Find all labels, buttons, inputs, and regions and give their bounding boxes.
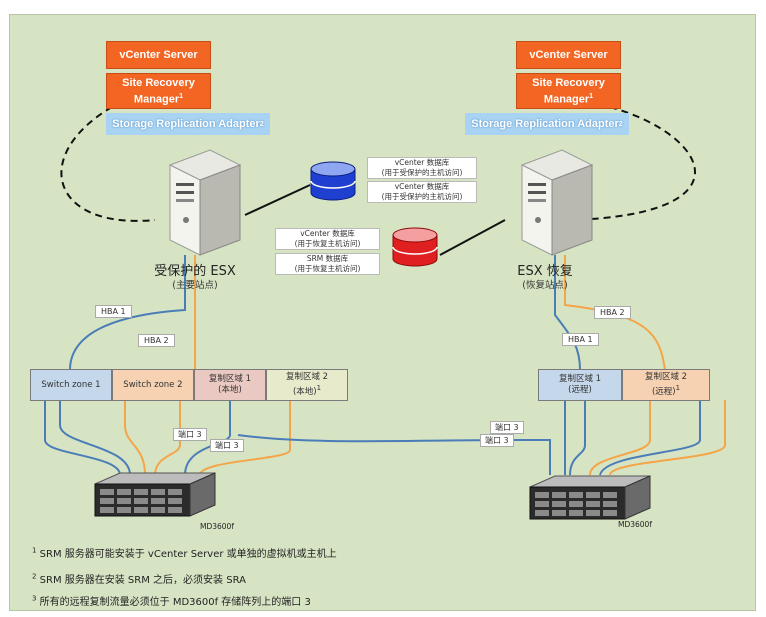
right-replication-zone-1-label: 复制区域 1 bbox=[558, 374, 602, 384]
left-switch: Switch zone 1 Switch zone 2 复制区域 1 (本地) … bbox=[30, 369, 348, 401]
footnote-2: 2 SRM 服务器在安装 SRM 之后，必须安装 SRA bbox=[32, 571, 246, 586]
blue-db-label-2-note: (用于受保护的主机访问) bbox=[381, 192, 463, 201]
blue-db-label-1: vCenter 数据库 (用于受保护的主机访问) bbox=[367, 157, 477, 179]
right-hba2-cable bbox=[564, 255, 666, 371]
right-replication-zone-1-sublabel: (远程) bbox=[568, 385, 592, 395]
left-switch-zone-2-label: Switch zone 2 bbox=[123, 379, 183, 390]
left-switch-zone-1-label: Switch zone 1 bbox=[41, 379, 101, 390]
left-replication-zone-2: 复制区域 2 (本地)1 bbox=[266, 369, 348, 401]
left-vcenter-label: vCenter Server bbox=[119, 49, 198, 61]
left-host-caption: 受保护的 ESX (主要站点) bbox=[135, 265, 255, 293]
right-switch: 复制区域 1 (远程) 复制区域 2 (远程)1 bbox=[538, 369, 736, 401]
right-zone2-storage-cable-b bbox=[609, 400, 726, 476]
left-server-to-blue-db-line bbox=[244, 184, 311, 216]
right-storage-array-icon bbox=[529, 475, 651, 520]
left-zone1-storage-cable-b bbox=[59, 400, 131, 476]
footnote-3-number: 3 bbox=[32, 594, 37, 603]
right-zone1-storage-cable-b bbox=[569, 400, 586, 476]
footnote-1: 1 SRM 服务器可能安装于 vCenter Server 或单独的虚拟机或主机… bbox=[32, 545, 337, 560]
blue-db-label-1-title: vCenter 数据库 bbox=[394, 158, 450, 167]
right-port-3-label-b: 端口 3 bbox=[480, 434, 514, 447]
left-srm-sup: 1 bbox=[179, 92, 184, 100]
diagram-canvas: vCenter Server Site Recovery Manager1 St… bbox=[9, 14, 756, 611]
blue-db-label-2: vCenter 数据库 (用于受保护的主机访问) bbox=[367, 181, 477, 203]
right-hba1-label: HBA 1 bbox=[562, 333, 599, 346]
blue-database-icon bbox=[310, 161, 356, 201]
left-replication-zone-2-label: 复制区域 2 bbox=[285, 372, 329, 383]
red-db-label-1-title: vCenter 数据库 bbox=[300, 229, 355, 238]
right-vcenter-server-box: vCenter Server bbox=[516, 41, 621, 69]
right-replication-zone-2-label: 复制区域 2 bbox=[644, 372, 688, 383]
red-db-label-2-note: (用于恢复主机访问) bbox=[294, 264, 361, 273]
right-host-label: ESX 恢复 bbox=[517, 264, 573, 279]
right-replication-zone-2-sublabel: (远程) bbox=[651, 386, 676, 397]
right-zone-storage-cable-c bbox=[599, 400, 701, 476]
left-srm-box: Site Recovery Manager1 bbox=[106, 73, 211, 109]
footnote-3: 3 所有的远程复制流量必须位于 MD3600f 存储阵列上的端口 3 bbox=[32, 593, 311, 608]
left-replication-zone-2-sup: 1 bbox=[316, 384, 322, 393]
left-zone2-storage-cable-b bbox=[154, 400, 181, 476]
right-srm-box: Site Recovery Manager1 bbox=[516, 73, 621, 109]
right-server-to-red-db-line bbox=[439, 219, 506, 256]
connection-lines bbox=[44, 106, 726, 476]
left-replication-zone-1: 复制区域 1 (本地) bbox=[193, 369, 267, 401]
right-sra-label: Storage Replication Adapter bbox=[471, 118, 619, 130]
left-sra-label: Storage Replication Adapter bbox=[112, 118, 260, 130]
left-replication-zone-2-sublabel: (本地) bbox=[292, 386, 317, 397]
left-rep2-storage-cable bbox=[199, 400, 291, 476]
right-srm-label-2: Manager bbox=[543, 93, 590, 106]
left-zone1-storage-cable-a bbox=[44, 400, 121, 476]
left-vcenter-server-box: vCenter Server bbox=[106, 41, 211, 69]
left-port-3-label-b: 端口 3 bbox=[210, 439, 244, 452]
red-db-label-2-title: SRM 数据库 bbox=[306, 254, 349, 263]
right-replication-zone-1: 复制区域 1 (远程) bbox=[538, 369, 622, 401]
footnote-2-text: SRM 服务器在安装 SRM 之后，必须安装 SRA bbox=[39, 575, 246, 586]
left-srm-label-1: Site Recovery bbox=[122, 76, 195, 89]
left-hba1-cable bbox=[69, 255, 186, 371]
right-hba2-label: HBA 2 bbox=[594, 306, 631, 319]
right-server-icon bbox=[520, 149, 594, 256]
blue-db-label-1-note: (用于受保护的主机访问) bbox=[381, 168, 463, 177]
right-sra-sup: 2 bbox=[618, 120, 623, 128]
left-switch-zone-2: Switch zone 2 bbox=[111, 369, 194, 401]
right-zone2-storage-cable-a bbox=[589, 400, 651, 476]
footnote-1-text: SRM 服务器可能安装于 vCenter Server 或单独的虚拟机或主机上 bbox=[39, 549, 337, 560]
left-storage-array-icon bbox=[94, 472, 216, 517]
right-srm-sup: 1 bbox=[589, 92, 594, 100]
right-port-3-label-a: 端口 3 bbox=[490, 421, 524, 434]
left-srm-label-2: Manager bbox=[133, 93, 180, 106]
footnote-3-text: 所有的远程复制流量必须位于 MD3600f 存储阵列上的端口 3 bbox=[39, 597, 311, 608]
left-hba2-label: HBA 2 bbox=[138, 334, 175, 347]
left-zone2-storage-cable-a bbox=[124, 400, 146, 476]
red-database-icon bbox=[392, 227, 438, 267]
left-replication-zone-1-sublabel: (本地) bbox=[218, 385, 242, 395]
red-db-label-1-note: (用于恢复主机访问) bbox=[294, 239, 361, 248]
left-storage-label: MD3600f bbox=[200, 522, 234, 531]
right-storage-label: MD3600f bbox=[618, 520, 652, 529]
right-vcenter-label: vCenter Server bbox=[529, 49, 608, 61]
left-server-icon bbox=[168, 149, 242, 256]
left-host-label: 受保护的 ESX bbox=[154, 264, 236, 279]
right-management-dashed-link bbox=[569, 106, 696, 221]
left-replication-zone-1-label: 复制区域 1 bbox=[208, 374, 252, 384]
footnote-2-number: 2 bbox=[32, 572, 37, 581]
left-hba1-label: HBA 1 bbox=[95, 305, 132, 318]
red-db-label-2: SRM 数据库 (用于恢复主机访问) bbox=[275, 253, 380, 275]
footnote-1-number: 1 bbox=[32, 546, 37, 555]
right-replication-zone-2: 复制区域 2 (远程)1 bbox=[622, 369, 710, 401]
left-port-3-label-a: 端口 3 bbox=[173, 428, 207, 441]
right-srm-label-1: Site Recovery bbox=[532, 76, 605, 89]
blue-db-label-2-title: vCenter 数据库 bbox=[394, 182, 450, 191]
left-switch-zone-1: Switch zone 1 bbox=[30, 369, 112, 401]
right-host-caption: ESX 恢复 (恢复站点) bbox=[485, 265, 605, 293]
right-replication-zone-2-sup: 1 bbox=[675, 384, 681, 393]
left-management-dashed-link bbox=[60, 106, 156, 222]
left-host-sublabel: (主要站点) bbox=[172, 280, 218, 291]
right-host-sublabel: (恢复站点) bbox=[522, 280, 568, 291]
red-db-label-1: vCenter 数据库 (用于恢复主机访问) bbox=[275, 228, 380, 250]
left-sra-sup: 2 bbox=[259, 120, 264, 128]
